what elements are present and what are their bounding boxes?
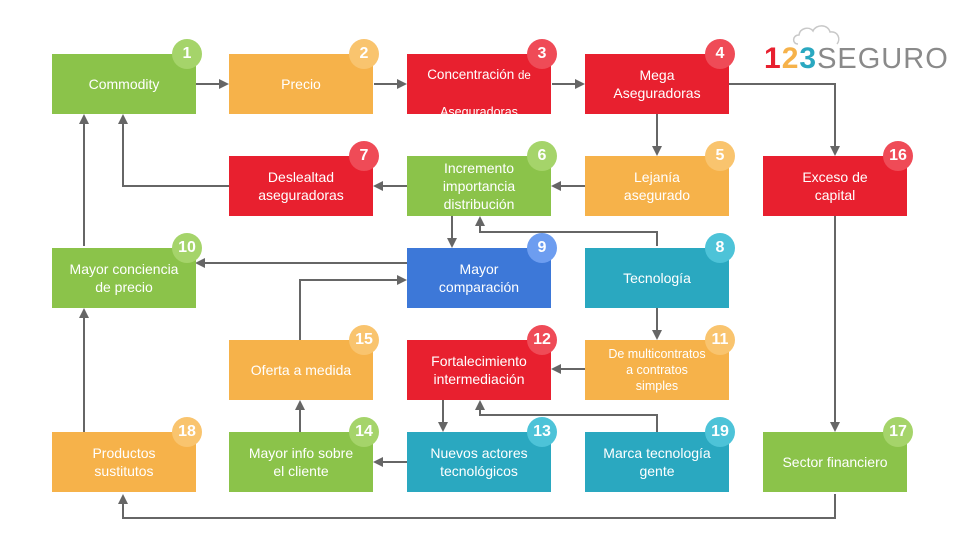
node-mayor-info-cliente: Mayor info sobre el cliente 14 — [229, 417, 379, 492]
node-label: Precio — [281, 76, 321, 92]
node-productos-sustitutos: Productos sustitutos 18 — [52, 417, 202, 492]
node-sector-financiero: Sector financiero 17 — [763, 417, 913, 492]
node-label: Productos sustitutos — [92, 445, 156, 479]
node-label: Tecnología — [623, 270, 691, 286]
node-number-badge: 17 — [883, 417, 913, 447]
logo-word: SEGURO — [817, 43, 949, 75]
node-number-badge: 16 — [883, 141, 913, 171]
node-number-badge: 6 — [527, 141, 557, 171]
arrow-19-12 — [475, 400, 658, 432]
node-label: Commodity — [88, 76, 160, 92]
node-label: Nuevos actores tecnológicos — [430, 445, 528, 479]
node-mayor-conciencia-de-precio: Mayor conciencia de precio 10 — [52, 233, 202, 308]
node-label: Mayor comparación — [438, 261, 520, 295]
node-label: Mayor conciencia de precio — [69, 261, 179, 295]
logo-digit-3: 3 — [799, 42, 818, 75]
node-number-badge: 5 — [705, 141, 735, 171]
node-marca-tecnologia-gente: Marca tecnología gente 19 — [585, 417, 735, 492]
arrow-15-9 — [299, 275, 407, 340]
node-label: Deslealtad aseguradoras — [258, 169, 344, 203]
arrow-7-1 — [118, 114, 229, 187]
node-label: Marca tecnología gente — [603, 445, 711, 479]
node-label: Incremento importancia distribución — [442, 160, 516, 212]
node-label-suffix: de — [518, 69, 531, 82]
node-multicontratos: De multicontratos a contratos simples 11 — [585, 325, 735, 400]
arrow-8-6 — [475, 216, 658, 246]
node-number-badge: 11 — [705, 325, 735, 355]
node-label: Lejanía asegurado — [623, 169, 691, 203]
node-label: Exceso de capital — [802, 169, 868, 203]
node-precio: Precio 2 — [229, 39, 379, 114]
node-label-line2: Aseguradoras — [440, 104, 518, 119]
node-lejania-asegurado: Lejanía asegurado 5 — [585, 141, 735, 216]
node-number-badge: 15 — [349, 325, 379, 355]
node-label: Mayor info sobre el cliente — [248, 445, 354, 479]
node-number-badge: 2 — [349, 39, 379, 69]
logo-digit-2: 2 — [781, 42, 800, 75]
arrow-4-16 — [729, 83, 840, 156]
node-commodity: Commodity 1 — [52, 39, 202, 114]
node-label: Fortalecimiento intermediación — [431, 353, 527, 387]
node-number-badge: 3 — [527, 39, 557, 69]
node-tecnologia: Tecnología 8 — [585, 233, 735, 308]
node-number-badge: 14 — [349, 417, 379, 447]
arrow-17-18 — [118, 494, 836, 519]
node-fortalecimiento-intermediacion: Fortalecimiento intermediación 12 — [407, 325, 557, 400]
node-number-badge: 19 — [705, 417, 735, 447]
node-number-badge: 1 — [172, 39, 202, 69]
node-number-badge: 9 — [527, 233, 557, 263]
node-number-badge: 10 — [172, 233, 202, 263]
node-label: Oferta a medida — [250, 362, 352, 378]
node-number-badge: 7 — [349, 141, 379, 171]
node-oferta-a-medida: Oferta a medida 15 — [229, 325, 379, 400]
node-label-main: Concentración — [427, 66, 518, 82]
node-mayor-comparacion: Mayor comparación 9 — [407, 233, 557, 308]
logo-digit-1: 1 — [764, 42, 782, 75]
node-exceso-de-capital: Exceso de capital 16 — [763, 141, 913, 216]
brand-logo: 1 2 3 SEGURO — [764, 25, 949, 76]
node-number-badge: 13 — [527, 417, 557, 447]
node-deslealtad-aseguradoras: Deslealtad aseguradoras 7 — [229, 141, 379, 216]
cloud-icon — [792, 25, 840, 45]
node-label: Concentración de Aseguradoras — [427, 48, 531, 121]
node-number-badge: 4 — [705, 39, 735, 69]
node-label: Mega Aseguradoras — [613, 67, 701, 101]
node-concentracion-aseguradoras: Concentración de Aseguradoras 3 — [407, 39, 557, 119]
node-number-badge: 18 — [172, 417, 202, 447]
node-label: Sector financiero — [782, 454, 888, 470]
node-incremento-importancia-distribucion: Incremento importancia distribución 6 — [407, 141, 557, 216]
node-number-badge: 12 — [527, 325, 557, 355]
node-label: De multicontratos a contratos simples — [608, 347, 706, 393]
node-nuevos-actores-tecnologicos: Nuevos actores tecnológicos 13 — [407, 417, 557, 492]
node-number-badge: 8 — [705, 233, 735, 263]
node-mega-aseguradoras: Mega Aseguradoras 4 — [585, 39, 735, 114]
